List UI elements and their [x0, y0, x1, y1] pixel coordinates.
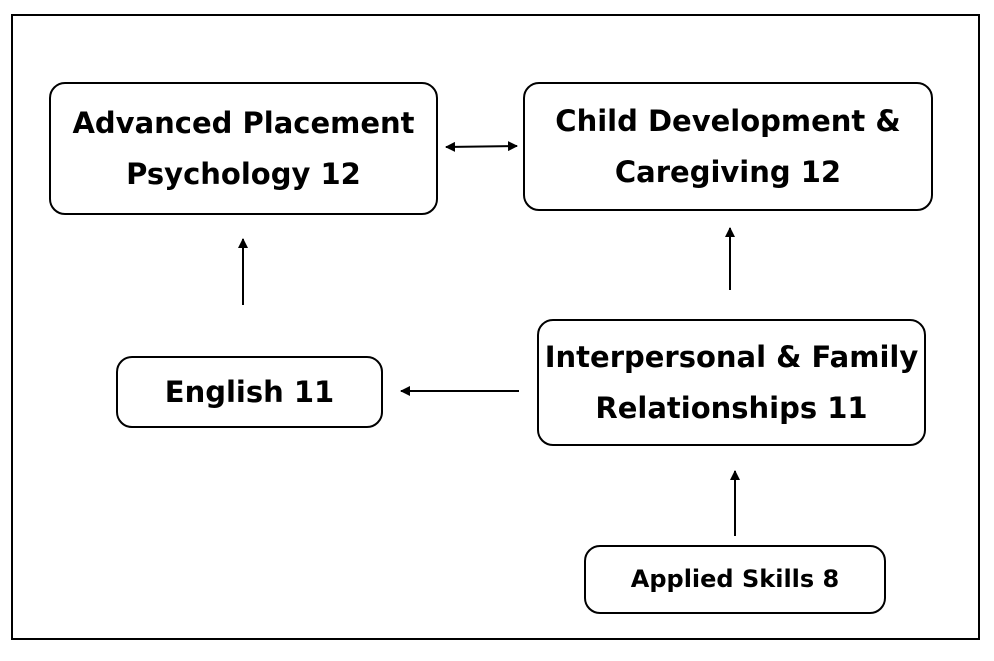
node-ap-psychology-12: Advanced Placement Psychology 12: [49, 82, 438, 215]
diagram-frame: [11, 14, 980, 640]
node-child-development-caregiving-12: Child Development & Caregiving 12: [523, 82, 933, 211]
node-applied-skills-8: Applied Skills 8: [584, 545, 886, 614]
node-interpersonal-family-relationships-11: Interpersonal & Family Relationships 11: [537, 319, 926, 446]
arrow-ap-to-child-dev: [445, 141, 518, 152]
node-english-11: English 11: [116, 356, 383, 428]
